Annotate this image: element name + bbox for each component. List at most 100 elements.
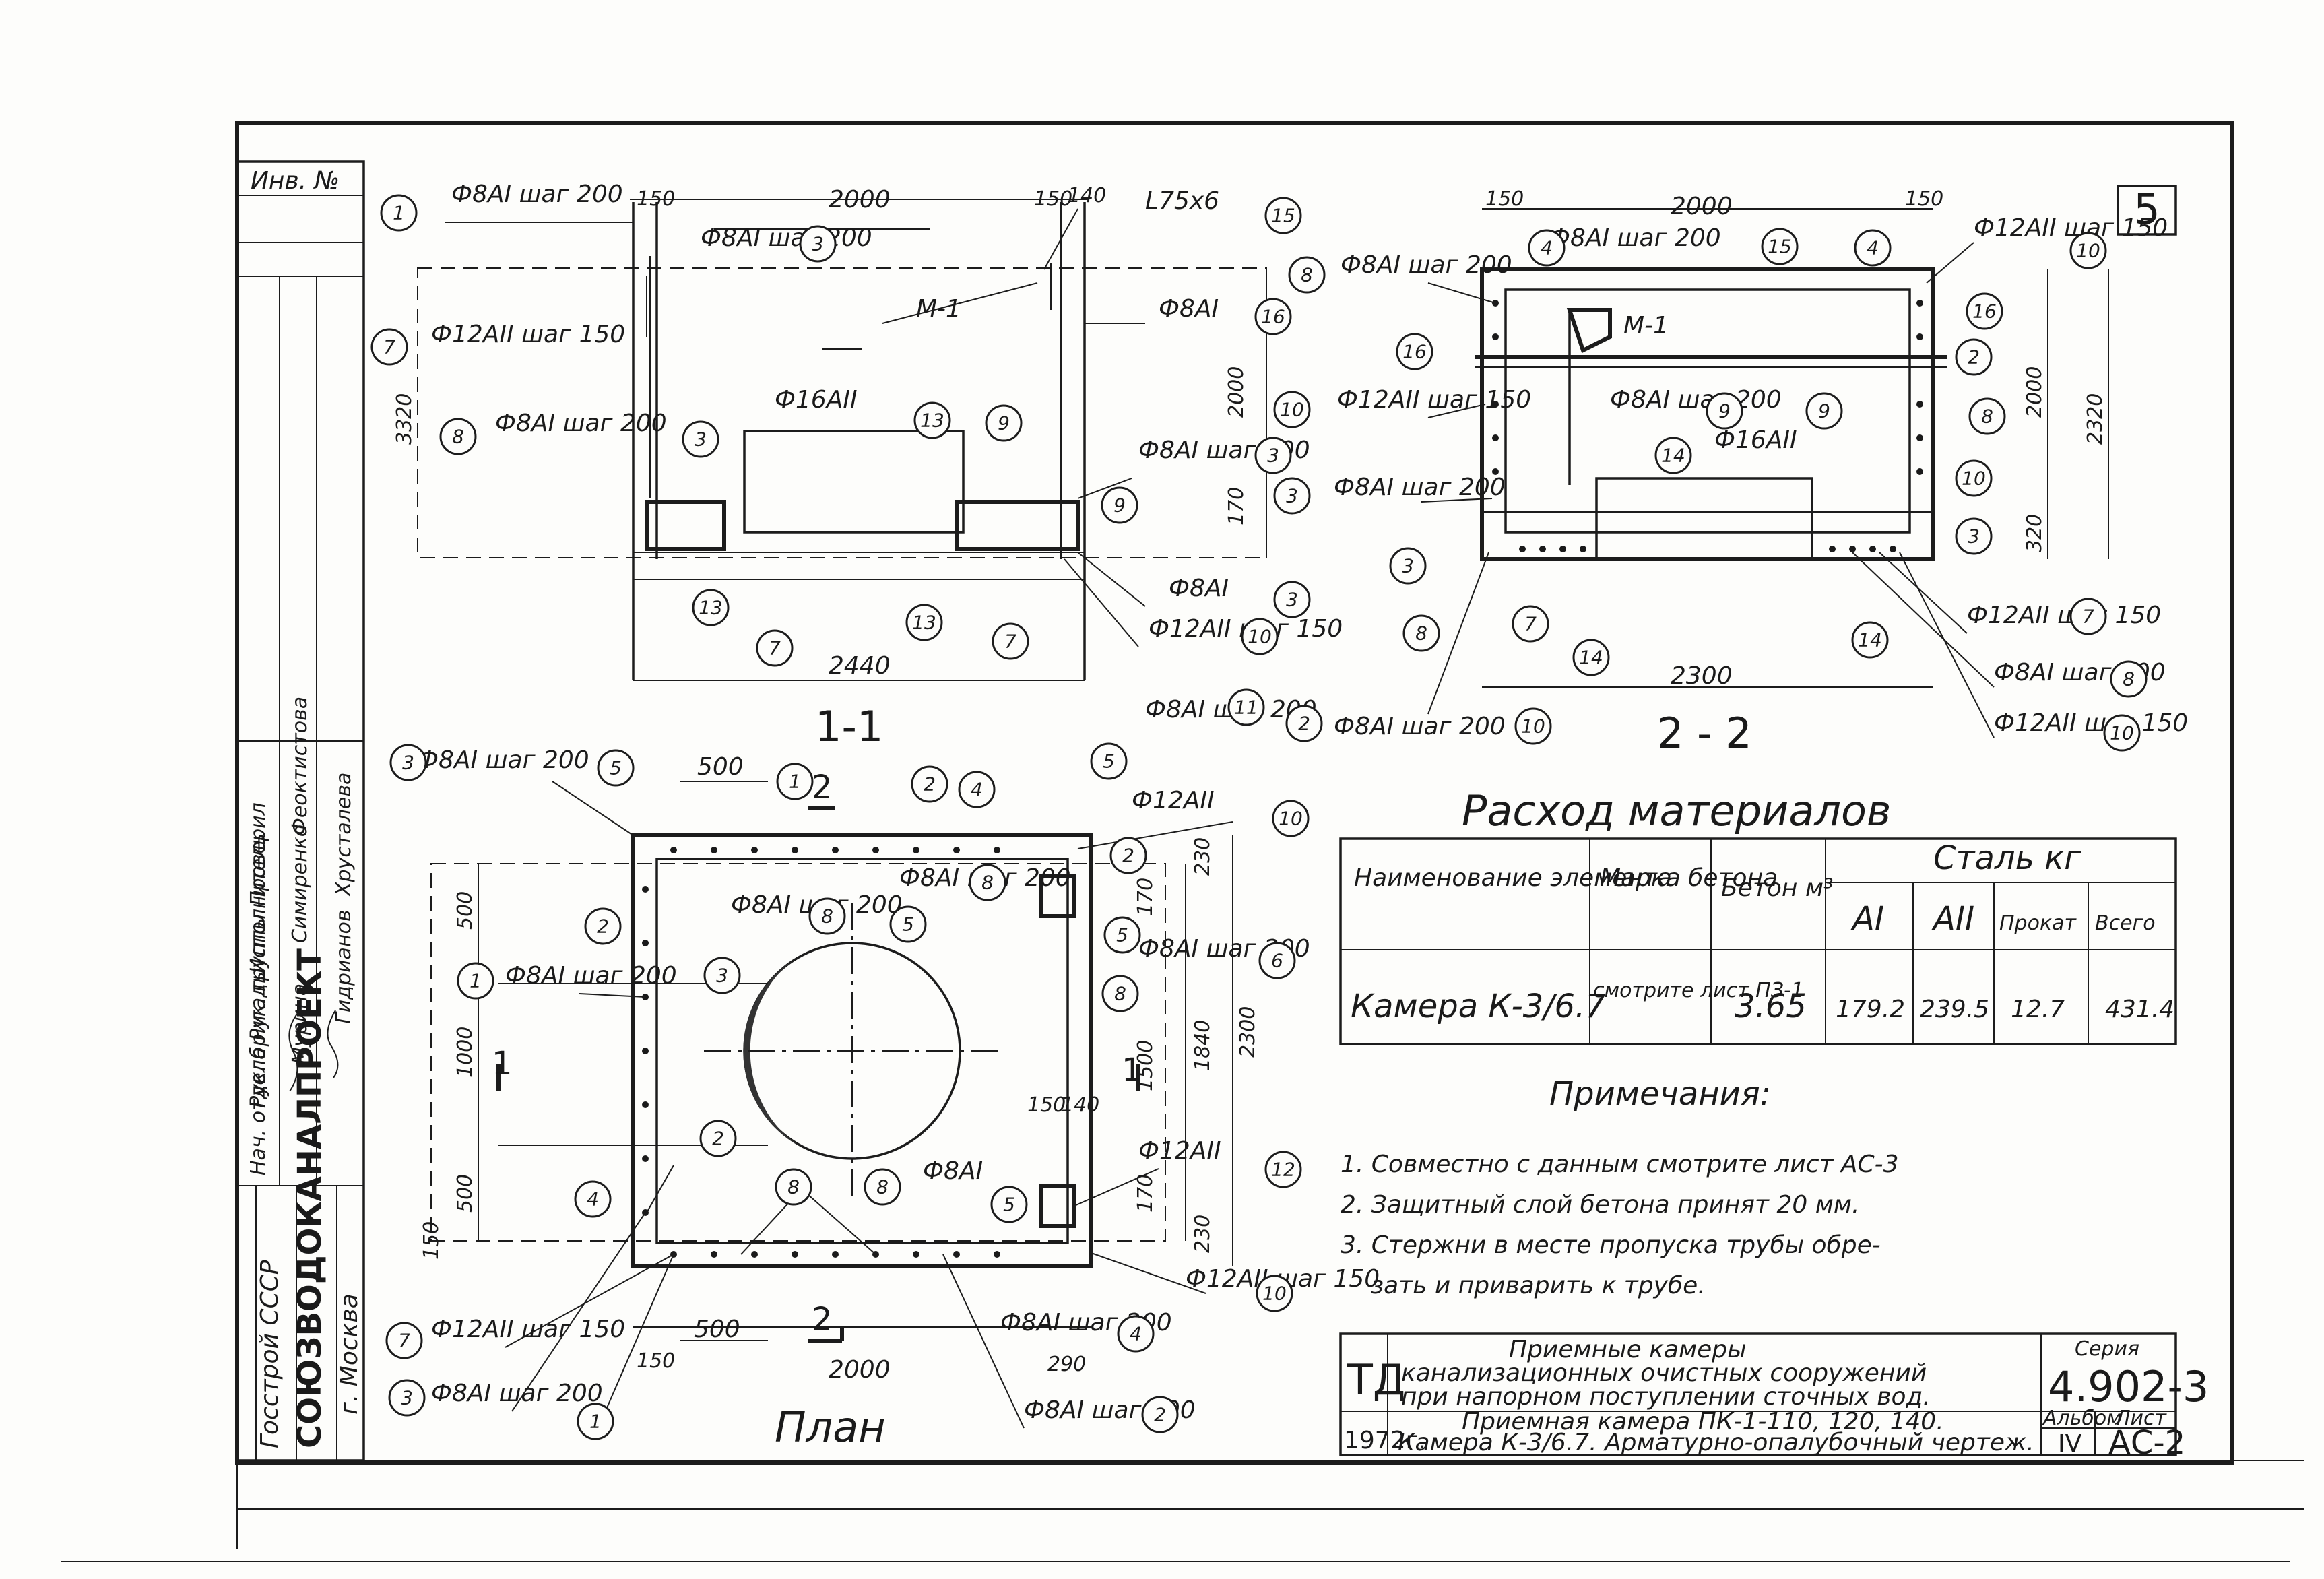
stamp-name: Симиренко — [288, 825, 312, 943]
svg-text:2: 2 — [924, 773, 936, 796]
svg-text:8: 8 — [2123, 668, 2135, 690]
dimension: 290 — [1047, 1353, 1086, 1376]
svg-text:10: 10 — [1280, 399, 1304, 421]
pipe-opening-shading — [743, 959, 842, 1159]
section-2-2-callouts: Ф8АI шаг 200 Ф12АII шаг 150 Ф8АI шаг 200… — [1334, 214, 2188, 740]
svg-text:4: 4 — [1541, 237, 1553, 259]
rebar-callout: Ф12АII шаг 150 — [1337, 386, 1531, 414]
dimension: 230 — [1191, 837, 1215, 876]
rebar-callout: Ф8АI — [1159, 295, 1219, 323]
svg-text:14: 14 — [1661, 445, 1685, 467]
svg-text:14: 14 — [1579, 647, 1603, 669]
embedded-part-callout: М-1 — [1623, 312, 1669, 340]
svg-text:1: 1 — [393, 202, 405, 224]
header-name: Наименование элемента — [1354, 864, 1672, 892]
row-concrete: 3.65 — [1735, 988, 1807, 1025]
rebar-callout: Ф8АI шаг 200 — [1334, 713, 1506, 740]
svg-text:6: 6 — [1271, 950, 1283, 972]
dimension: 500 — [453, 891, 477, 930]
dimension: 150 — [637, 1349, 675, 1373]
svg-text:7: 7 — [2082, 606, 2094, 628]
svg-text:3: 3 — [1267, 445, 1279, 467]
svg-text:7: 7 — [383, 336, 395, 358]
svg-text:1: 1 — [789, 771, 801, 793]
svg-text:15: 15 — [1271, 205, 1295, 227]
dimension: 170 — [1134, 1174, 1157, 1213]
rebar-callout: Ф16АII — [1714, 426, 1797, 454]
cut-mark-label: 1 — [492, 1045, 513, 1083]
svg-text:15: 15 — [1768, 236, 1792, 258]
cut-mark-label: 1 — [1122, 1052, 1142, 1089]
title-year: 1972г. — [1344, 1427, 1426, 1454]
header-concrete: Бетон м³ — [1721, 874, 1833, 902]
dimension: 320 — [2023, 514, 2046, 552]
row-a2: 239.5 — [1920, 996, 1989, 1023]
plan-callouts: Ф8АI шаг 200 Ф8АI шаг 200 Ф8АI шаг 200 Ф… — [418, 746, 1380, 1424]
sheet-code: АС-2 — [2108, 1424, 2185, 1462]
note-item: 1. Совместно с данным смотрите лист АС-3 — [1341, 1151, 1899, 1178]
header-concrete-grade: Марка бетона — [1600, 864, 1778, 892]
header-steel: Сталь кг — [1933, 839, 2081, 877]
header-total: Всего — [2095, 911, 2156, 935]
svg-text:10: 10 — [1521, 715, 1545, 738]
svg-text:10: 10 — [2110, 722, 2134, 744]
dimension: 150 — [1027, 1093, 1066, 1117]
svg-text:7: 7 — [769, 637, 781, 659]
td-mark: ТД — [1347, 1355, 1405, 1405]
dimension: 500 — [453, 1174, 477, 1213]
position-marks: 1 3 15 16 7 8 3 13 9 3 9 3 10 13 7 13 7 … — [370, 194, 1311, 726]
svg-text:5: 5 — [1003, 1194, 1015, 1216]
svg-text:16: 16 — [1261, 306, 1285, 328]
rebar-callout: Ф8АI шаг 200 — [1610, 386, 1782, 414]
svg-text:3: 3 — [1286, 589, 1298, 611]
rebar-callout: Ф12АII шаг 150 — [431, 1316, 625, 1343]
cut-marks: 1 1 2 2 — [492, 769, 1142, 1343]
svg-text:10: 10 — [1248, 626, 1272, 648]
dimension: 500 — [694, 1316, 740, 1343]
leader-lines — [505, 781, 1233, 1429]
dimension: 150 — [420, 1221, 443, 1260]
rebar-callout: Ф8АI — [1169, 575, 1229, 602]
rebar-callout: Ф8АI — [923, 1157, 983, 1185]
svg-text:3: 3 — [695, 428, 707, 451]
materials-section: Расход материалов Наименование элемента … — [1339, 786, 2177, 1045]
rebar-callout: Ф8АI шаг 200 — [505, 962, 677, 990]
svg-text:8: 8 — [876, 1176, 889, 1198]
rebar-callout: Ф12АII шаг 150 — [431, 321, 625, 348]
dimension: 170 — [1134, 878, 1157, 916]
header-a1: АI — [1850, 900, 1884, 938]
dimension: 170 — [1225, 487, 1248, 525]
dimension: 2000 — [829, 1356, 891, 1384]
sheet-number-box: 5 — [2117, 185, 2177, 236]
svg-text:3: 3 — [1402, 555, 1414, 577]
title-line: при напорном поступлении сточных вод. — [1401, 1383, 1931, 1411]
dimension: 1000 — [453, 1027, 477, 1078]
header-a2: АII — [1931, 900, 1974, 938]
album-value: IV — [2058, 1430, 2082, 1458]
row-name: Камера К-3/6.7 — [1351, 988, 1606, 1025]
svg-text:1: 1 — [470, 970, 482, 992]
svg-text:10: 10 — [2076, 240, 2100, 262]
stamp-name: Феоктистова — [288, 697, 312, 835]
rebar-callout: Ф8АI шаг 200 — [1341, 251, 1512, 279]
row-concrete-grade: смотрите лист ПЗ-1 — [1593, 979, 1804, 1002]
series-value: 4.902-3 — [2048, 1362, 2209, 1411]
svg-text:3: 3 — [402, 752, 414, 774]
dimension: 2320 — [2084, 393, 2107, 445]
svg-text:5: 5 — [1103, 750, 1115, 773]
subtitle-line: Камера К-3/6.7. Арматурно-опалубочный че… — [1398, 1429, 2034, 1456]
svg-text:7: 7 — [1524, 613, 1537, 635]
svg-text:13: 13 — [912, 612, 936, 634]
stamp-role: Исполнитель — [247, 833, 270, 973]
dimension: 2000 — [1225, 366, 1248, 418]
position-marks: 3 5 1 2 4 5 10 2 2 8 8 5 5 6 8 1 3 2 8 8… — [385, 742, 1310, 1440]
svg-text:4: 4 — [587, 1188, 599, 1211]
signature-mark — [288, 1010, 300, 1092]
svg-text:5: 5 — [902, 913, 914, 936]
stamp-organization: Госстрой СССР — [256, 1260, 284, 1448]
dimension: 2300 — [1671, 662, 1733, 690]
svg-text:4: 4 — [1130, 1323, 1142, 1345]
dimension: 2000 — [1671, 193, 1733, 220]
dimension: 2300 — [1236, 1006, 1260, 1058]
